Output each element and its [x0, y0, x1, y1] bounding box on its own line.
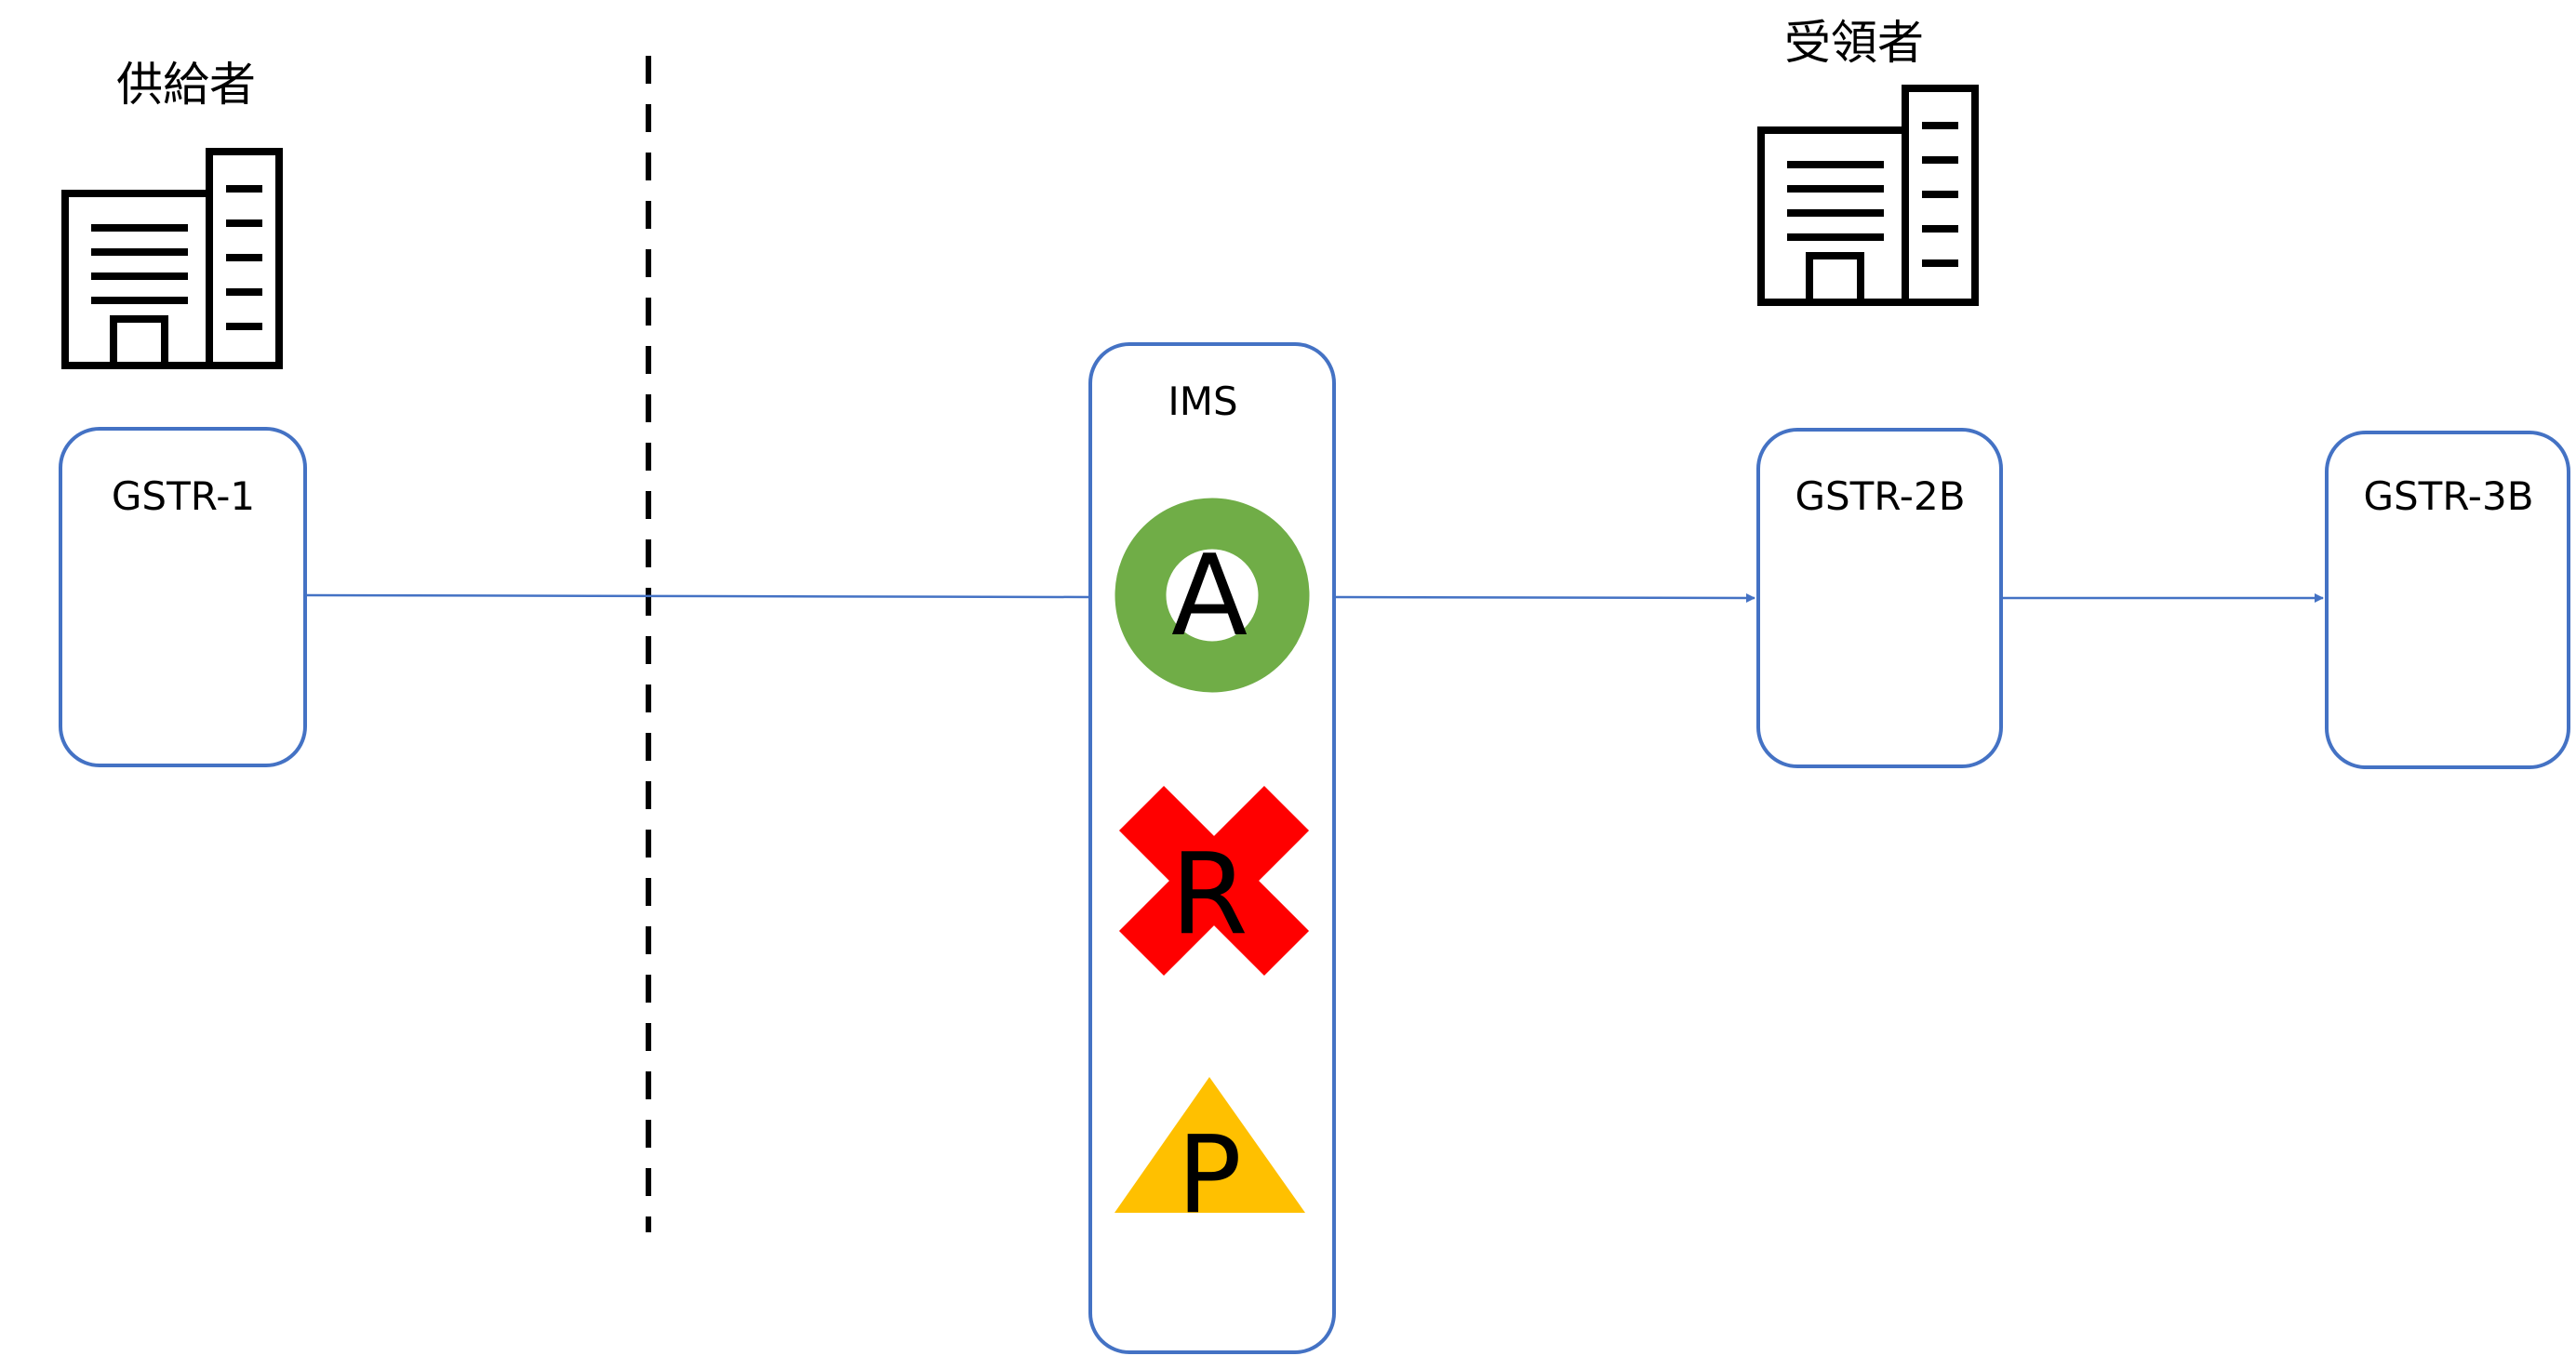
gstr3b-label: GSTR-3B	[2363, 473, 2533, 519]
status-reject[interactable]: R	[1118, 785, 1310, 977]
office-building-icon	[61, 148, 283, 369]
ims-box[interactable]: IMS A R P	[1088, 342, 1336, 1354]
status-pending-letter: P	[1177, 1113, 1241, 1238]
yellow-triangle-icon	[1114, 1077, 1305, 1213]
supplier-label: 供給者	[116, 58, 256, 112]
gstr2b-box[interactable]: GSTR-2B	[1756, 428, 2003, 768]
status-accept-letter: A	[1171, 532, 1248, 661]
green-ring-icon	[1114, 498, 1310, 693]
status-reject-letter: R	[1170, 831, 1248, 960]
ims-label: IMS	[1168, 379, 1237, 424]
gstr1-label: GSTR-1	[112, 473, 255, 519]
status-pending[interactable]: P	[1114, 1077, 1305, 1238]
red-cross-icon	[1118, 785, 1310, 977]
gstr3b-box[interactable]: GSTR-3B	[2325, 431, 2570, 769]
office-building-icon	[1757, 85, 1979, 306]
connector-gstr1-to-ims	[306, 593, 1089, 599]
status-accept[interactable]: A	[1114, 498, 1310, 693]
connector-ims-to-gstr2b	[1335, 592, 1755, 603]
gstr1-box[interactable]: GSTR-1	[59, 427, 307, 767]
gstr2b-label: GSTR-2B	[1795, 473, 1965, 519]
recipient-label: 受領者	[1784, 16, 1924, 70]
